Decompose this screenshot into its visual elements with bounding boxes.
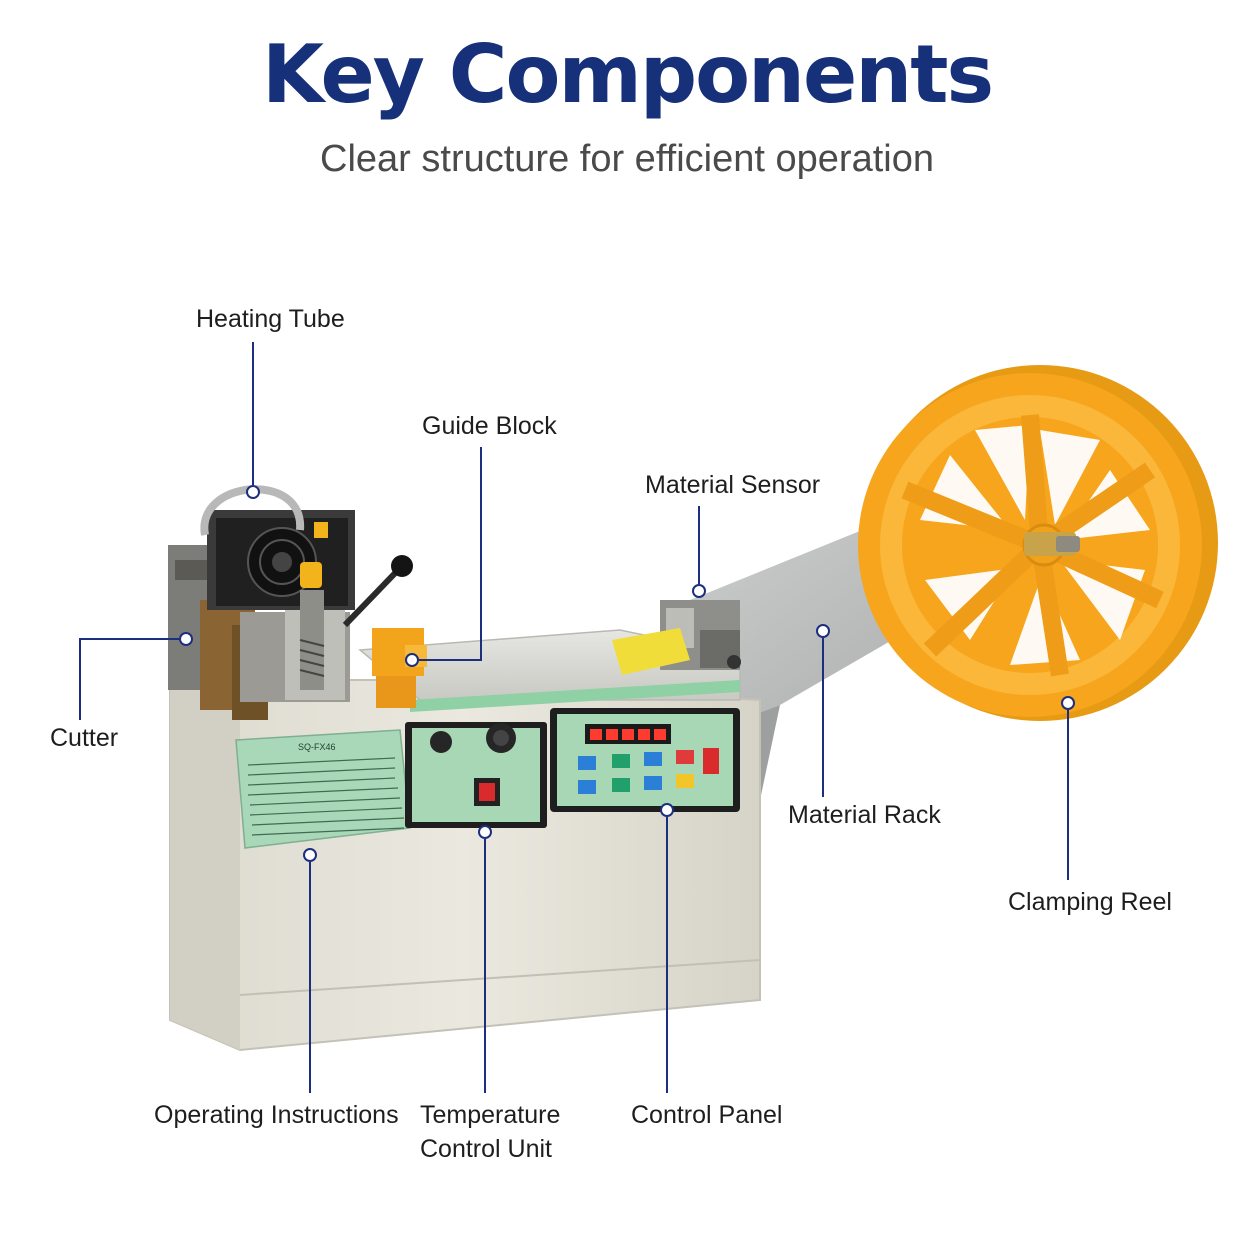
guide-block-callout [405,447,482,667]
digital-control-panel [550,708,740,812]
operating-instructions-card: SQ-FX46 [235,729,411,849]
heating-tube-callout [246,342,260,499]
label-material-sensor: Material Sensor [645,471,821,499]
label-temperature-control-unit: Temperature Control Unit [420,1098,560,1166]
operating-instructions-callout [303,848,317,1093]
page-title: Key Components [261,28,994,121]
label-heating-tube: Heating Tube [196,305,345,333]
temperature-control-unit-callout [478,825,492,1093]
material-sensor-callout [692,506,706,598]
label-cutter: Cutter [50,724,119,752]
clamping-reel [858,365,1218,721]
material-sensor [612,600,741,675]
control-panel-callout [660,803,674,1093]
label-control-panel: Control Panel [631,1101,783,1129]
page-subtitle: Clear structure for efficient operation [320,138,934,180]
model-plate-text: SQ-FX46 [298,742,336,752]
temperature-control-panel [405,722,547,828]
cutter-callout [79,632,193,720]
cutter-head [168,485,413,720]
label-material-rack: Material Rack [788,801,941,829]
label-temperature-line1: Temperature [420,1101,561,1129]
label-clamping-reel: Clamping Reel [1008,888,1172,916]
material-rack-callout [816,624,830,797]
label-guide-block: Guide Block [422,412,557,440]
label-operating-instructions: Operating Instructions [154,1101,399,1129]
label-temperature-line2: Control Unit [420,1135,552,1163]
callout-lines [79,342,1075,1093]
clamping-reel-callout [1061,696,1075,880]
